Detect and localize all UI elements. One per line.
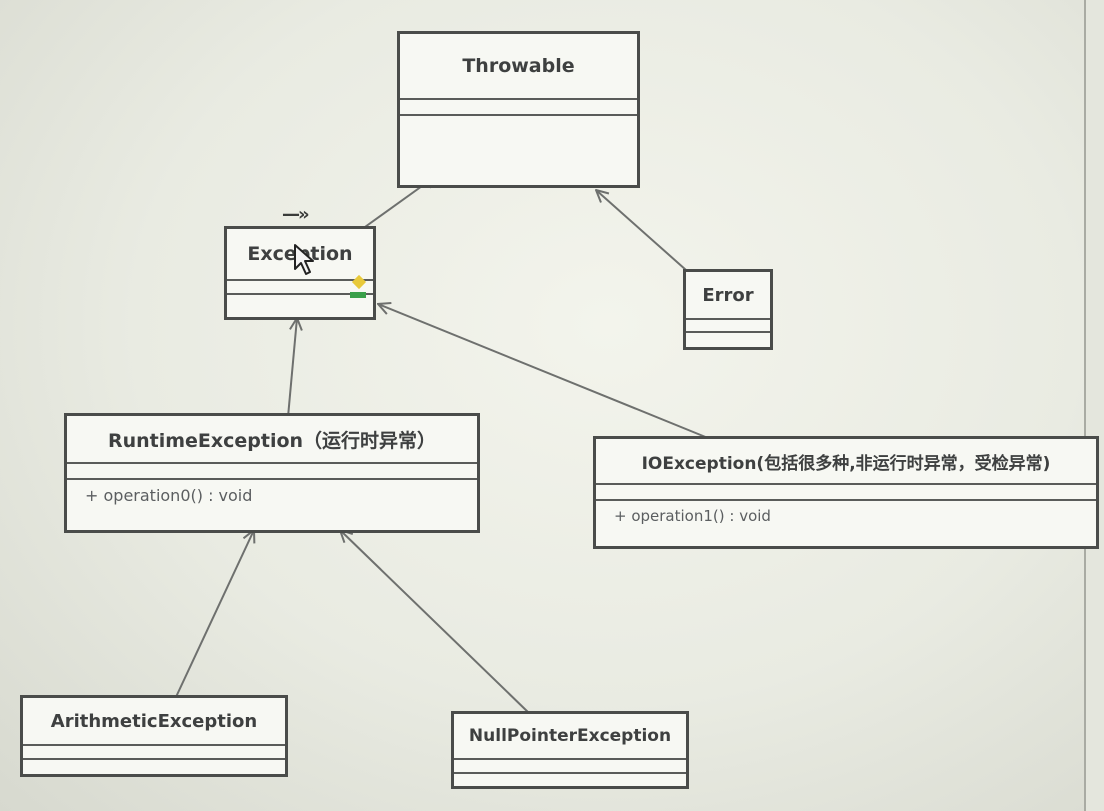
mouse-cursor-icon [294, 244, 314, 275]
class-ioexception[interactable]: IOException(包括很多种,非运行时异常，受检异常) + operati… [593, 436, 1099, 549]
attributes-compartment [596, 485, 1096, 501]
class-error[interactable]: Error [683, 269, 773, 350]
class-name: IOException(包括很多种,非运行时异常，受检异常) [596, 439, 1096, 485]
class-name: ArithmeticException [23, 698, 285, 746]
operations-compartment [454, 774, 686, 786]
class-runtime-exception[interactable]: RuntimeException（运行时异常） + operation0() :… [64, 413, 480, 533]
edge-error-throwable [596, 190, 687, 271]
attributes-compartment [686, 320, 770, 333]
operation-item: + operation0() : void [85, 486, 253, 505]
window-right-edge [1084, 0, 1104, 811]
class-name: Error [686, 272, 770, 320]
toolbar-mark: —» [282, 204, 310, 225]
attributes-compartment [400, 100, 637, 116]
class-name: NullPointerException [454, 714, 686, 760]
class-null-pointer-exception[interactable]: NullPointerException [451, 711, 689, 789]
resize-handle-green[interactable] [350, 292, 366, 298]
operations-compartment [227, 295, 373, 317]
class-name: Throwable [400, 34, 637, 100]
edge-nullpointer-runtime [340, 530, 531, 715]
edge-runtime-exception [287, 318, 297, 418]
operations-compartment [400, 116, 637, 185]
operations-compartment [686, 333, 770, 347]
attributes-compartment [23, 746, 285, 760]
attributes-compartment [67, 464, 477, 480]
operation-item: + operation1() : void [614, 507, 771, 525]
edge-arithmetic-runtime [175, 530, 254, 698]
class-throwable[interactable]: Throwable [397, 31, 640, 188]
edge-ioexception-exception [378, 304, 709, 439]
class-arithmetic-exception[interactable]: ArithmeticException [20, 695, 288, 777]
class-name: RuntimeException（运行时异常） [67, 416, 477, 464]
attributes-compartment [227, 281, 373, 295]
operations-compartment [23, 760, 285, 774]
attributes-compartment [454, 760, 686, 774]
